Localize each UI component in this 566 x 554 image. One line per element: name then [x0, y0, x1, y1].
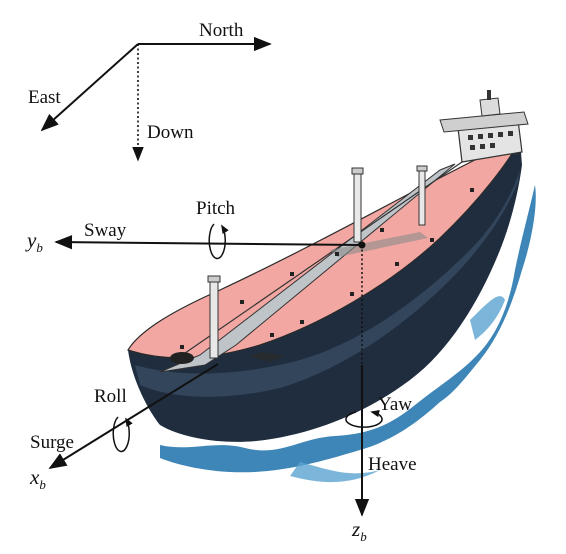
hull: [128, 140, 522, 442]
yaw-label: Yaw: [378, 394, 412, 415]
water-waves: [160, 185, 536, 473]
pitch-rotation-icon: [208, 223, 229, 260]
yaw-rotation-icon: [345, 410, 383, 428]
superstructure: [439, 90, 529, 163]
roll-label: Roll: [94, 386, 127, 407]
down-label: Down: [147, 122, 194, 143]
y-axis-label: yb: [25, 228, 43, 255]
surge-label: Surge: [30, 432, 74, 453]
z-axis-label: zb: [351, 517, 367, 544]
tanker-ship-illustration: [127, 90, 536, 483]
rotation-indicators: [112, 223, 383, 453]
x-axis-label: xb: [29, 465, 46, 492]
heave-label: Heave: [368, 454, 417, 475]
sway-label: Sway: [84, 220, 127, 241]
pitch-label: Pitch: [196, 198, 236, 219]
ned-frame: North East Down: [28, 20, 272, 162]
east-axis-arrow: [40, 43, 139, 132]
north-label: North: [199, 20, 244, 41]
surge-axis-arrow: [48, 363, 219, 469]
roll-rotation-icon: [112, 416, 133, 453]
east-label: East: [28, 87, 61, 108]
body-origin: [358, 241, 366, 249]
